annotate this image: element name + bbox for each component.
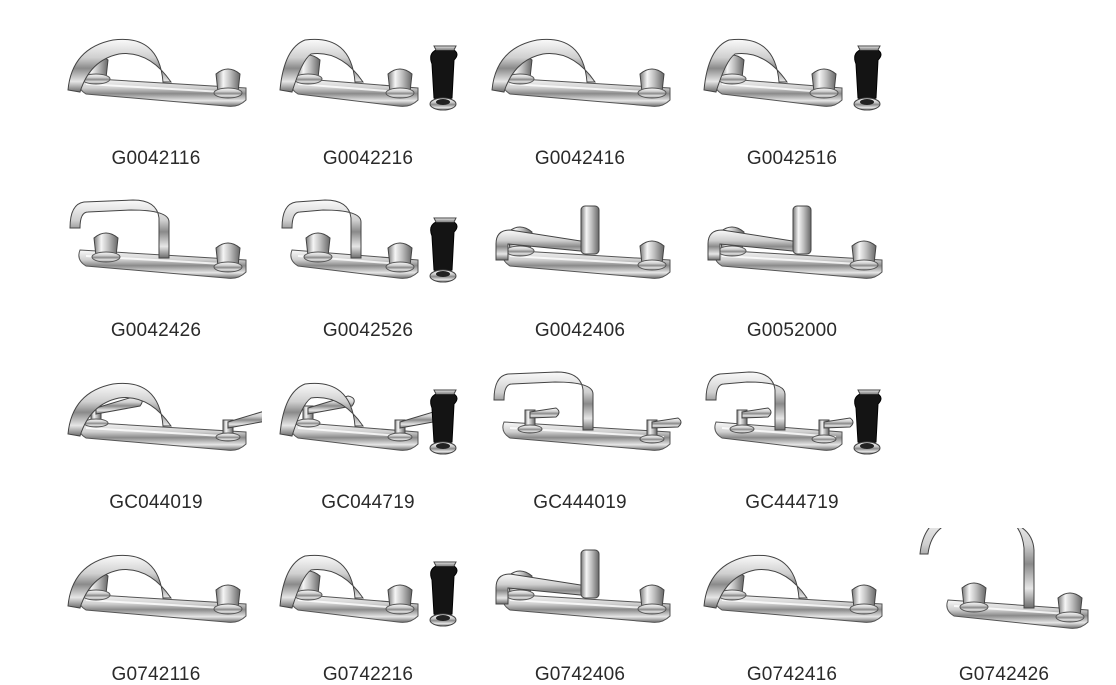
knob-handle: [637, 68, 667, 99]
faucet-image: [707, 205, 883, 279]
product-item[interactable]: G0042526: [262, 184, 474, 356]
product-item[interactable]: G0042216: [262, 12, 474, 184]
faucet-spout: [703, 554, 808, 609]
faucet-image: [703, 38, 882, 111]
faucet-image: [279, 382, 458, 455]
product-item[interactable]: G0042116: [50, 12, 262, 184]
knob-handle: [385, 242, 415, 273]
lever-handle: [517, 407, 560, 434]
side-sprayer: [853, 45, 882, 111]
faucet-image: [919, 528, 1089, 629]
lever-handle: [729, 407, 772, 434]
faucet-image: [495, 549, 671, 623]
faucet-spout: [493, 371, 594, 431]
product-item[interactable]: GC044019: [50, 356, 262, 528]
product-item[interactable]: G0052000: [686, 184, 898, 356]
product-item[interactable]: G0742406: [474, 528, 686, 685]
product-item[interactable]: GC044719: [262, 356, 474, 528]
side-sprayer: [429, 389, 458, 455]
product-sku-label: G0042526: [322, 320, 414, 341]
side-sprayer: [429, 217, 458, 283]
product-item[interactable]: G0742116: [50, 528, 262, 685]
knob-handle: [637, 240, 667, 271]
faucet-spout: [279, 554, 364, 609]
product-item[interactable]: G0042416: [474, 12, 686, 184]
faucet-image: [279, 554, 458, 627]
faucet-spout: [703, 38, 788, 93]
product-sku-label: GC044719: [321, 492, 415, 513]
product-item[interactable]: G0042426: [50, 184, 262, 356]
side-sprayer: [853, 389, 882, 455]
product-sku-label: G0742116: [111, 664, 201, 685]
faucet-image: [67, 382, 262, 451]
product-sku-label: G0042216: [322, 148, 414, 169]
product-sku-label: G0042416: [534, 148, 626, 169]
product-sku-label: GC444019: [533, 492, 627, 513]
product-item[interactable]: G0742416: [686, 528, 898, 685]
faucet-image: [281, 199, 458, 283]
product-sku-label: G0742406: [534, 664, 626, 685]
product-sku-label: GC444719: [745, 492, 839, 513]
faucet-spout: [705, 371, 786, 431]
faucet-image: [67, 38, 247, 107]
faucet-spout: [491, 38, 596, 93]
faucet-spout: [279, 38, 364, 93]
product-item[interactable]: G0742426: [898, 528, 1110, 685]
knob-handle: [959, 582, 989, 613]
knob-handle: [637, 584, 667, 615]
faucet-spout: [67, 382, 172, 437]
knob-handle: [213, 242, 243, 273]
knob-handle: [849, 240, 879, 271]
knob-handle: [849, 584, 879, 615]
knob-handle: [385, 584, 415, 615]
product-sku-label: G0042406: [534, 320, 626, 341]
product-sku-label: GC044019: [109, 492, 203, 513]
faucet-spout: [67, 554, 172, 609]
faucet-image: [495, 205, 671, 279]
faucet-image: [703, 554, 883, 623]
lever-handle: [639, 417, 682, 444]
knob-handle: [303, 232, 333, 263]
faucet-spout: [495, 549, 600, 605]
side-sprayer: [429, 561, 458, 627]
product-item[interactable]: G0042516: [686, 12, 898, 184]
product-item[interactable]: G0742216: [262, 528, 474, 685]
product-sku-label: G0042116: [111, 148, 201, 169]
faucet-image: [69, 199, 247, 279]
lever-handle: [811, 417, 854, 444]
product-sku-label: G0052000: [746, 320, 838, 341]
faucet-spout: [279, 382, 364, 437]
knob-handle: [91, 232, 121, 263]
product-sku-label: G0042426: [110, 320, 202, 341]
product-item[interactable]: GC444719: [686, 356, 898, 528]
faucet-spout: [495, 205, 600, 261]
product-item[interactable]: GC444019: [474, 356, 686, 528]
faucet-image: [493, 371, 682, 451]
faucet-spout: [707, 205, 812, 261]
wrist-blade-handle: [215, 411, 262, 442]
side-sprayer: [429, 45, 458, 111]
faucet-spout: [919, 528, 1035, 609]
product-sku-label: G0742216: [322, 664, 414, 685]
product-sku-label: G0742416: [746, 664, 838, 685]
faucet-image: [491, 38, 671, 107]
knob-handle: [809, 68, 839, 99]
knob-handle: [213, 68, 243, 99]
knob-handle: [1055, 592, 1085, 623]
faucet-image: [279, 38, 458, 111]
product-sku-label: G0742426: [958, 664, 1050, 685]
faucet-spout: [69, 199, 170, 259]
faucet-spout: [281, 199, 362, 259]
product-item[interactable]: G0042406: [474, 184, 686, 356]
faucet-image: [705, 371, 882, 455]
faucet-image: [67, 554, 247, 623]
knob-handle: [385, 68, 415, 99]
product-sku-label: G0042516: [746, 148, 838, 169]
knob-handle: [213, 584, 243, 615]
faucet-spout: [67, 38, 172, 93]
